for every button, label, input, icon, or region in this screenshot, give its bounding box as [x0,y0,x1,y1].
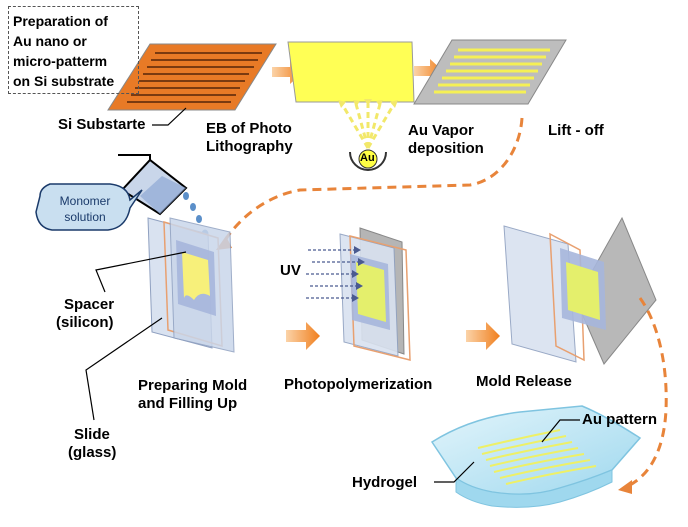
label-photopolymerization: Photopolymerization [284,376,433,393]
label-monomer-line2: solution [64,210,106,224]
uv-arrowheads [352,246,365,302]
gold-coated-plate [287,41,415,103]
title-line-2: Au nano or [13,33,87,49]
label-eb-line2: Lithography [206,138,293,155]
hydrogel-pointer [434,461,475,483]
si-substrate-plate [107,43,277,111]
label-monomer-line1: Monomer [59,194,111,208]
dashed-connector-right-head [618,480,632,494]
monomer-bubble [35,183,143,231]
mold-release-assembly [503,216,657,365]
label-uv: UV [280,262,301,279]
step-arrow-3 [286,322,320,350]
au-vapor-arrowheads [338,99,398,108]
mold-assembly [147,217,235,353]
au-pattern-pointer [541,419,580,443]
lift-off-plate [413,39,567,105]
uv-rays [306,249,358,299]
label-slide-line1: Slide [74,426,110,443]
hydrogel-block [430,405,642,508]
label-spacer-line1: Spacer [64,296,115,313]
dashed-connector-top [220,117,524,246]
step-arrow-4 [466,322,500,350]
au-source-icon [358,149,378,169]
dropper-outline [118,154,151,160]
label-au-pattern: Au pattern [582,411,657,428]
title-line-4: on Si substrate [13,73,115,89]
label-slide-line2: (glass) [68,444,117,461]
label-hydrogel: Hydrogel [352,474,418,491]
label-au-vapor-line1: Au Vapor [408,122,474,139]
label-mold-release: Mold Release [476,373,572,390]
label-au-vapor-line2: deposition [408,140,484,157]
dashed-connector-right [627,297,668,488]
label-preparing-line1: Preparing Mold [138,377,248,394]
spacer-pointer [95,251,187,293]
label-preparing-line2: and Filling Up [138,395,238,412]
label-eb-line1: EB of Photo [206,120,292,137]
label-spacer-line2: (silicon) [56,314,114,331]
title-line-3: micro-patterm [13,53,108,69]
si-substrate-pointer [152,107,187,126]
photopolymerization-assembly [339,227,411,361]
title-line-1: Preparation of [13,13,108,29]
au-vapor-rays [340,103,396,149]
label-si-substrate: Si Substarte [58,116,146,133]
title-box: Preparation of Au nano or micro-patterm … [8,6,139,94]
label-lift-off: Lift - off [548,122,604,139]
slide-pointer [85,317,163,421]
au-crucible [349,151,387,171]
label-au-source: Au [360,152,375,164]
